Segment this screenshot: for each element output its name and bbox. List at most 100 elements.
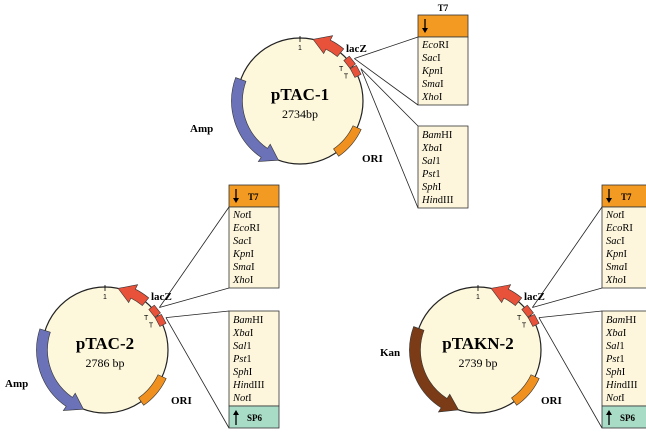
mcs-top-box: [417, 36, 469, 106]
restriction-site-label: SacI: [422, 53, 441, 64]
promoter-t7-label: T7: [248, 192, 259, 202]
ori-arc: [333, 125, 362, 157]
connector-line: [360, 68, 419, 209]
promoter-t7-label: T7: [438, 3, 449, 13]
ori-label: ORI: [362, 153, 383, 165]
restriction-site-label: XhoI: [421, 92, 443, 103]
ori-label: ORI: [541, 395, 562, 407]
restriction-site-label: NotI: [605, 393, 625, 404]
plasmid-map-0: 1AmpORIlacZTTT7EcoRISacIKpnISmaIXhoIBamH…: [190, 3, 469, 209]
restriction-site-label: SphI: [233, 367, 253, 378]
restriction-site-label: Pst1: [232, 354, 252, 365]
terminator-label: T: [344, 74, 349, 81]
up-arrow-icon: [606, 410, 612, 425]
terminator-box: [527, 313, 540, 327]
restriction-site-label: Pst1: [421, 169, 441, 180]
lacz-arrow: [312, 35, 345, 57]
ori-arc: [511, 374, 540, 406]
restriction-site-label: BamHI: [233, 315, 264, 326]
plasmid-name: pTAC-2: [76, 334, 134, 353]
terminator-label: T: [522, 323, 527, 330]
position-one-label: 1: [476, 294, 480, 301]
position-one-label: 1: [298, 45, 302, 52]
plasmid-name: pTAC-1: [271, 85, 329, 104]
terminator-box: [154, 313, 167, 327]
restriction-site-label: KpnI: [232, 249, 255, 260]
restriction-site-label: SmaI: [233, 262, 255, 273]
restriction-site-label: NotI: [605, 210, 625, 221]
down-arrow-icon: [422, 19, 428, 33]
down-arrow-icon: [606, 189, 612, 203]
restriction-site-label: BamHI: [422, 130, 453, 141]
restriction-site-label: XhoI: [605, 275, 627, 286]
connector-line: [532, 206, 603, 308]
resistance-gene-label: Amp: [5, 378, 28, 390]
resistance-gene-label: Kan: [380, 347, 400, 359]
restriction-site-label: SmaI: [422, 79, 444, 90]
resistance-gene-arc: [36, 328, 84, 411]
restriction-site-label: Sal1: [606, 341, 625, 352]
promoter-t7-label: T7: [621, 192, 632, 202]
restriction-site-label: KpnI: [421, 66, 444, 77]
restriction-site-label: HindIII: [421, 195, 454, 206]
restriction-site-label: EcoRI: [605, 223, 633, 234]
promoter-sp6-label: SP6: [247, 413, 263, 423]
terminator-label: T: [144, 315, 149, 322]
connector-line: [159, 206, 230, 308]
connector-line: [532, 287, 603, 308]
restriction-site-label: HindIII: [232, 380, 265, 391]
lacz-label: lacZ: [524, 291, 545, 303]
restriction-site-label: HindIII: [605, 380, 638, 391]
promoter-sp6-box: [228, 405, 280, 429]
plasmid-map-1: 1AmpORIlacZTTT7NotIEcoRISacIKpnISmaIXhoI…: [5, 184, 280, 429]
terminator-box: [343, 55, 356, 69]
restriction-site-label: EcoRI: [232, 223, 260, 234]
terminator-box: [521, 304, 534, 318]
restriction-site-label: BamHI: [606, 315, 637, 326]
connector-line: [165, 317, 230, 429]
promoter-sp6-box: [601, 405, 646, 429]
plasmid-name: pTAKN-2: [442, 334, 513, 353]
restriction-site-label: SmaI: [606, 262, 628, 273]
ori-label: ORI: [171, 395, 192, 407]
lacz-arrow: [490, 284, 523, 306]
ori-arc: [138, 374, 167, 406]
plasmid-map-2: 1KanORIlacZTTT7NotIEcoRISacIKpnISmaIXhoI…: [380, 184, 646, 429]
connector-line: [538, 317, 603, 429]
down-arrow-icon: [233, 189, 239, 203]
up-arrow-icon: [233, 410, 239, 425]
connector-line: [360, 68, 419, 127]
restriction-site-label: SacI: [606, 236, 625, 247]
terminator-box: [148, 304, 161, 318]
connector-line: [354, 36, 419, 59]
restriction-site-label: XbaI: [232, 328, 254, 339]
restriction-site-label: SphI: [422, 182, 442, 193]
mcs-bottom-box: [417, 125, 469, 209]
resistance-gene-label: Amp: [190, 123, 213, 135]
restriction-site-label: Sal1: [422, 156, 441, 167]
promoter-sp6-label: SP6: [620, 413, 636, 423]
lacz-arrow: [117, 284, 150, 306]
restriction-site-label: Sal1: [233, 341, 252, 352]
connector-line: [538, 310, 603, 319]
terminator-box: [349, 64, 362, 78]
terminator-label: T: [149, 323, 154, 330]
restriction-site-label: EcoRI: [421, 40, 449, 51]
lacz-label: lacZ: [346, 43, 367, 55]
restriction-site-label: XbaI: [605, 328, 627, 339]
mcs-top-box: [228, 206, 280, 289]
terminator-label: T: [339, 66, 344, 73]
restriction-site-label: XbaI: [421, 143, 443, 154]
mcs-bottom-box: [228, 310, 280, 407]
mcs-top-box: [601, 206, 646, 289]
plasmid-size: 2739 bp: [459, 356, 498, 370]
lacz-label: lacZ: [151, 291, 172, 303]
terminator-label: T: [517, 315, 522, 322]
position-one-label: 1: [103, 294, 107, 301]
plasmid-size: 2786 bp: [86, 356, 125, 370]
resistance-gene-arc: [409, 326, 460, 413]
connector-line: [354, 58, 419, 106]
plasmid-size: 2734bp: [282, 107, 318, 121]
restriction-site-label: SacI: [233, 236, 252, 247]
